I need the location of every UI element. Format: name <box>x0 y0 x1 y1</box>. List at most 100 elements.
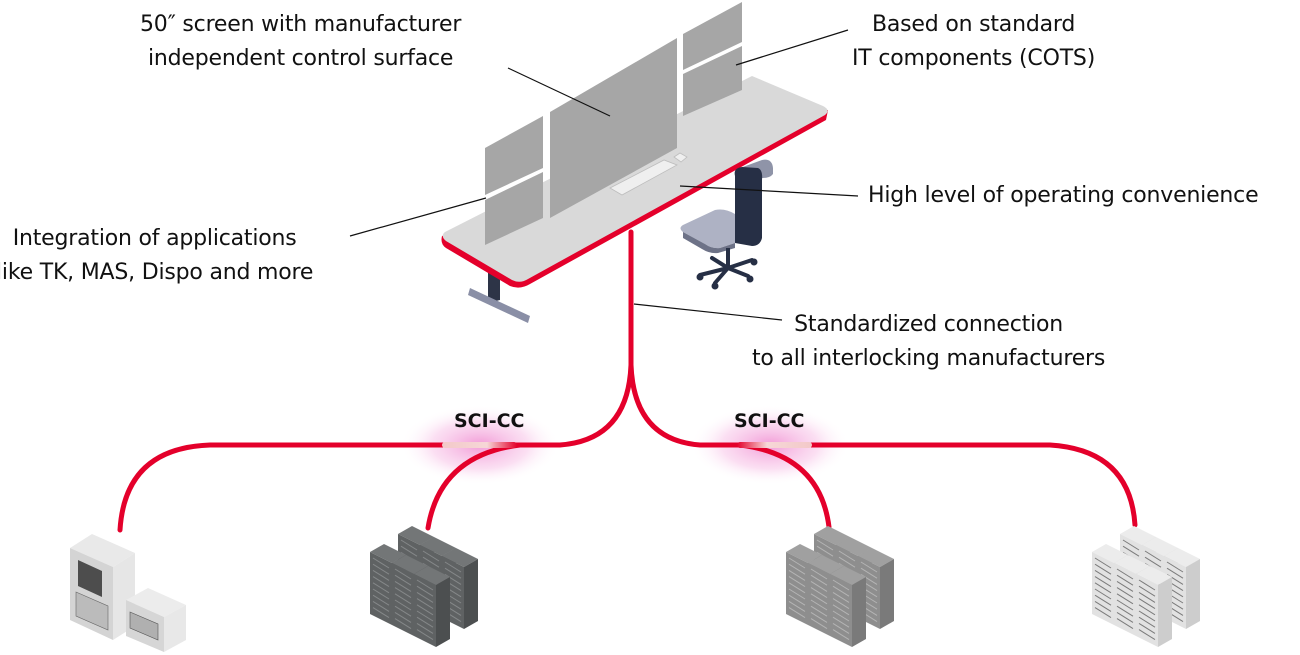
left-monitor-upper <box>485 116 543 195</box>
rack-face <box>814 526 850 545</box>
rack-slot <box>394 593 412 605</box>
center-monitor <box>550 38 677 218</box>
branch-left-cable <box>117 362 634 533</box>
rack-slot <box>832 604 850 616</box>
rack-face <box>442 548 478 567</box>
rack-face <box>370 544 406 563</box>
rack-slot <box>1094 588 1112 600</box>
callout-cots: Based on standard IT components (COTS) <box>852 8 1095 76</box>
rack-face <box>464 559 478 629</box>
rack-face <box>1136 574 1158 647</box>
left-monitor-lower <box>485 172 543 245</box>
rack-slot <box>1116 574 1134 586</box>
rack-slot <box>1144 556 1162 568</box>
rack-face <box>858 548 894 567</box>
rack-slot <box>416 610 434 622</box>
sci-cc-right-label: SCI-CC <box>734 410 805 432</box>
rack-face <box>808 563 830 636</box>
rack-face <box>1158 577 1172 647</box>
interlocking-cabinet-icon <box>70 534 186 652</box>
rack-slot <box>372 576 390 588</box>
rack-face <box>786 552 808 625</box>
rack-face <box>1114 563 1136 636</box>
rack-face <box>1164 548 1200 567</box>
rack-slot <box>810 593 828 605</box>
rack-slot <box>422 550 440 562</box>
rack-slot <box>1094 576 1112 588</box>
rack-face <box>392 555 428 574</box>
rack-face <box>392 563 414 636</box>
rack-slot <box>788 600 806 612</box>
rack-slot <box>394 599 412 611</box>
callout-screen-line1: 50″ screen with manufacturer <box>140 12 462 37</box>
rack-slot <box>1116 580 1134 592</box>
rack-slot <box>1138 610 1156 622</box>
rack-slot <box>394 587 412 599</box>
rack-slot <box>400 545 418 557</box>
rack-slot <box>394 605 412 617</box>
rack-slot <box>860 567 878 579</box>
rack-slot <box>372 600 390 612</box>
callout-convenience-line1: High level of operating convenience <box>868 183 1259 208</box>
server-rack-icon <box>370 526 478 647</box>
rack-slot <box>1094 563 1112 575</box>
rack-face <box>420 537 456 556</box>
rack-slot <box>810 587 828 599</box>
rack-slot <box>444 567 462 579</box>
rack-slot <box>416 579 434 591</box>
rack-slot <box>832 616 850 628</box>
rack-slot <box>416 616 434 628</box>
rack-slot <box>810 618 828 630</box>
rack-face <box>1186 559 1200 629</box>
rack-slot <box>810 605 828 617</box>
rack-slot <box>416 629 434 641</box>
rack-slot <box>394 568 412 580</box>
rack-face <box>836 537 872 556</box>
leader-cots <box>735 29 849 66</box>
callout-connection: Standardized connection to all interlock… <box>752 308 1105 376</box>
rack-slot <box>1138 598 1156 610</box>
rack-face <box>1142 537 1178 556</box>
rack-slot <box>1144 550 1162 562</box>
sci-cc-left-label: SCI-CC <box>454 410 525 432</box>
rack-slot <box>832 629 850 641</box>
rack-face <box>1092 544 1128 563</box>
rack-slot <box>788 563 806 575</box>
rack-slot <box>1094 607 1112 619</box>
callout-screen-line2: independent control surface <box>148 46 454 71</box>
rack-slot <box>832 579 850 591</box>
leader-integration <box>349 197 487 237</box>
rack-slot <box>810 611 828 623</box>
rack-slot <box>816 545 834 557</box>
drop-left-servers-cable <box>425 442 523 531</box>
branch-right-cable <box>628 362 1138 528</box>
rack-slot <box>1116 593 1134 605</box>
rack-slot <box>422 556 440 568</box>
rack-face <box>786 544 822 563</box>
leader-connection <box>633 303 783 321</box>
sci-cc-right-node[interactable] <box>737 442 812 448</box>
rack-slot <box>394 618 412 630</box>
rack-face <box>1120 526 1156 545</box>
callout-connection-line1: Standardized connection <box>794 312 1063 337</box>
rack-slot <box>416 591 434 603</box>
server-rack-icon <box>786 526 894 647</box>
rack-face <box>436 577 450 647</box>
rack-slot <box>810 568 828 580</box>
rack-face <box>414 566 450 585</box>
callout-cots-line2: IT components (COTS) <box>852 46 1096 71</box>
rack-slot <box>444 561 462 573</box>
sci-cc-left-node[interactable] <box>442 442 517 448</box>
leader-screen <box>507 67 611 117</box>
callout-integration: Integration of applications like TK, MAS… <box>0 222 313 290</box>
right-monitor-lower <box>683 46 742 116</box>
rack-slot <box>1138 585 1156 597</box>
rack-face <box>414 574 436 647</box>
rack-slot <box>788 582 806 594</box>
rack-face <box>1114 555 1150 574</box>
rack-slot <box>1138 616 1156 628</box>
rack-slot <box>1094 594 1112 606</box>
rack-slot <box>1122 539 1140 551</box>
rack-slot <box>394 580 412 592</box>
